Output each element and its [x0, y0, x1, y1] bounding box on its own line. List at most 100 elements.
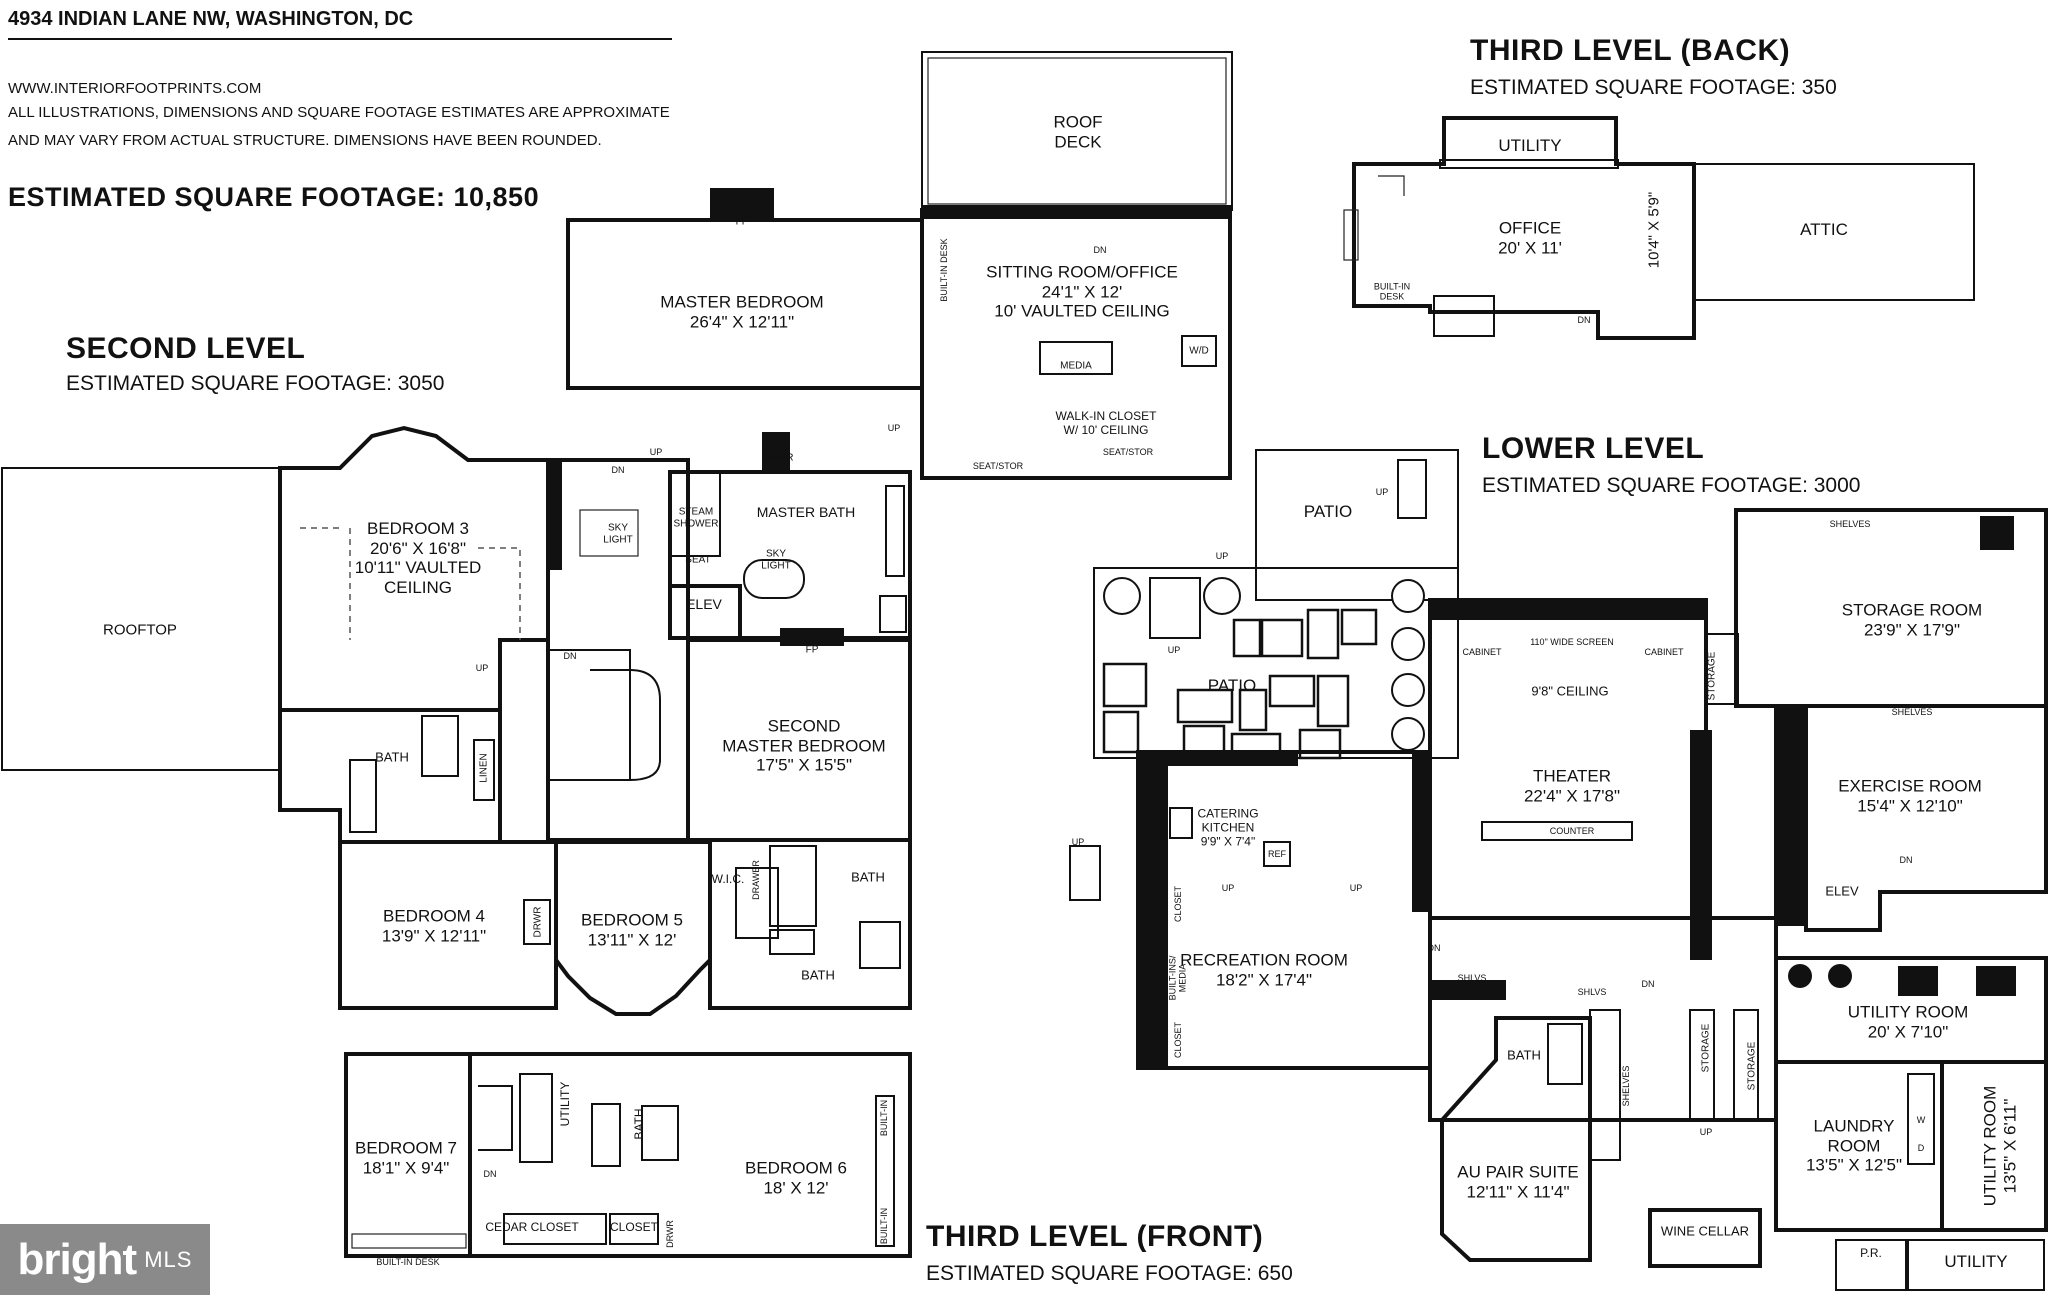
master-bedroom-size: 26'4" X 12'11"	[689, 312, 795, 331]
stair-up-west: UP	[475, 662, 489, 673]
label-ref: REF	[1268, 848, 1286, 859]
label-storage-theater: STORAGE	[1706, 651, 1718, 701]
label-utility-front: UTILITY	[558, 1081, 573, 1127]
storage-room-size: 23'9" X 17'9"	[1863, 620, 1961, 639]
label-built-in-desk-back: BUILT-IN DESK	[1374, 282, 1410, 303]
built-in-desk-back-line-1: BUILT-IN	[1373, 281, 1411, 292]
laundry-line-2: ROOM	[1827, 1136, 1881, 1156]
stair-up-kitchen: UP	[1221, 882, 1235, 893]
catering-kitchen-line-2: KITCHEN	[1201, 820, 1255, 835]
steam-shower-line-1: STEAM	[678, 506, 714, 518]
disclaimer-line-1: ALL ILLUSTRATIONS, DIMENSIONS AND SQUARE…	[8, 104, 670, 121]
third-back-title: THIRD LEVEL (BACK)	[1470, 34, 1791, 67]
label-drawer: DRAWER	[750, 860, 761, 900]
label-washer: W	[1916, 1114, 1926, 1125]
walk-in-closet-ceiling: W/ 10' CEILING	[1063, 423, 1149, 437]
storage-room-name: STORAGE ROOM	[1841, 600, 1983, 620]
room-sitting-office: SITTING ROOM/OFFICE 24'1" X 12' 10' VAUL…	[986, 263, 1178, 322]
office-size: 20' X 11'	[1498, 238, 1562, 257]
au-pair-size: 12'11" X 11'4"	[1466, 1182, 1570, 1201]
room-bath-lower: BATH	[1507, 1047, 1541, 1063]
label-bath-front: BATH	[632, 1108, 647, 1140]
theater-name: THEATER	[1532, 766, 1612, 786]
office-name: OFFICE	[1498, 218, 1562, 238]
recreation-room-size: 18'2" X 17'4"	[1215, 970, 1313, 989]
lower-level-footage: ESTIMATED SQUARE FOOTAGE: 3000	[1482, 474, 1861, 497]
third-back-footage: ESTIMATED SQUARE FOOTAGE: 350	[1470, 76, 1837, 99]
built-ins-media-line-2: MEDIA	[1178, 963, 1188, 993]
room-hall-back: 10'4" X 5'9"	[1645, 191, 1663, 269]
room-second-master: SECOND MASTER BEDROOM 17'5" X 15'5"	[722, 717, 885, 776]
stair-dn-exercise: DN	[1899, 854, 1913, 865]
stair-up-patio-upper: UP	[1375, 486, 1389, 497]
label-drwr-master: DRWR	[762, 452, 794, 464]
label-built-in-desk-front: BUILT-IN DESK	[376, 1256, 440, 1267]
bedroom-6-size: 18' X 12'	[763, 1178, 829, 1197]
stair-dn-back: DN	[1577, 314, 1591, 325]
room-utility-room: UTILITY ROOM 20' X 7'10"	[1848, 1002, 1969, 1041]
room-patio-lower: PATIO	[1207, 676, 1257, 696]
lower-level-title: LOWER LEVEL	[1482, 432, 1705, 465]
label-media: MEDIA	[1060, 360, 1092, 372]
room-bedroom-6: BEDROOM 6 18' X 12'	[745, 1158, 847, 1197]
room-catering-kitchen: CATERING KITCHEN 9'9" X 7'4"	[1197, 807, 1258, 848]
label-built-in-lower: BUILT-IN	[878, 1207, 889, 1245]
label-theater-ceiling: 9'8" CEILING	[1531, 683, 1609, 699]
utility-room-small-size: 13'5" X 6'11"	[2000, 1098, 2019, 1194]
label-linen: LINEN	[478, 753, 490, 783]
label-shlvs-bath: SHLVS	[1577, 986, 1607, 997]
master-bedroom-name: MASTER BEDROOM	[660, 292, 824, 312]
stair-dn-central: DN	[563, 650, 577, 661]
sky-light-1-line-1: SKY	[607, 522, 629, 534]
third-back-walls	[1343, 116, 1975, 340]
third-front-title: THIRD LEVEL (FRONT)	[926, 1220, 1264, 1253]
bedroom-3-name: BEDROOM 3	[366, 518, 470, 538]
room-master-bath: MASTER BATH	[756, 503, 856, 520]
second-level-walls	[1, 51, 1233, 1016]
roof-deck-line-2: DECK	[1054, 132, 1102, 151]
room-exercise: EXERCISE ROOM 15'4" X 12'10"	[1838, 776, 1982, 815]
room-office: OFFICE 20' X 11'	[1498, 218, 1562, 257]
disclaimer-line-2: AND MAY VARY FROM ACTUAL STRUCTURE. DIME…	[8, 132, 602, 149]
bright-mls-watermark: bright MLS	[0, 1224, 210, 1295]
room-bedroom-5: BEDROOM 5 13'11" X 12'	[581, 910, 683, 949]
label-shelves-exercise: SHELVES	[1891, 706, 1933, 717]
lower-level-walls	[1069, 449, 2048, 1291]
theater-size: 22'4" X 17'8"	[1523, 786, 1621, 805]
label-wic: W.I.C.	[711, 872, 745, 887]
label-drwr-front: DRWR	[664, 1220, 675, 1248]
room-bath-east-lower: BATH	[801, 967, 835, 983]
room-utility-back: UTILITY	[1498, 136, 1562, 156]
built-ins-media-line-1: BUILT-INS/	[1167, 955, 1178, 1001]
total-square-footage: ESTIMATED SQUARE FOOTAGE: 10,850	[8, 182, 540, 212]
bedroom-6-name: BEDROOM 6	[744, 1158, 848, 1178]
label-sky-light-1: SKY LIGHT	[603, 523, 632, 546]
second-master-line-1: SECOND	[767, 716, 841, 736]
catering-kitchen-size: 9'9" X 7'4"	[1200, 833, 1256, 848]
stair-up-exterior: UP	[1071, 836, 1085, 847]
room-wine-cellar: WINE CELLAR	[1660, 1223, 1750, 1239]
room-elev-lower: ELEV	[1825, 883, 1859, 899]
exercise-room-name: EXERCISE ROOM	[1838, 776, 1982, 796]
stair-up-recreation: UP	[1349, 882, 1363, 893]
recreation-room-name: RECREATION ROOM	[1180, 950, 1348, 970]
sky-light-1-line-2: LIGHT	[603, 534, 633, 545]
second-level-footage: ESTIMATED SQUARE FOOTAGE: 3050	[66, 372, 445, 395]
room-rooftop: ROOFTOP	[103, 621, 177, 639]
label-dryer: D	[1917, 1142, 1925, 1153]
utility-room-small-name: UTILITY ROOM	[1980, 1085, 2000, 1207]
laundry-size: 13'5" X 12'5"	[1805, 1155, 1903, 1175]
label-shelves-top: SHELVES	[1829, 518, 1871, 529]
label-shlvs-kitchen: SHLVS	[1412, 815, 1423, 845]
label-shelves-hall: SHELVES	[1620, 1065, 1631, 1107]
room-master-bedroom: MASTER BEDROOM 26'4" X 12'11"	[660, 292, 823, 331]
sky-light-2-line-2: LIGHT	[761, 560, 791, 571]
label-storage-hall-2: STORAGE	[1746, 1041, 1758, 1091]
room-recreation: RECREATION ROOM 18'2" X 17'4"	[1180, 950, 1348, 989]
label-wide-screen: 110" WIDE SCREEN	[1530, 636, 1614, 647]
built-in-desk-back-line-2: DESK	[1379, 292, 1405, 302]
room-patio-upper: PATIO	[1303, 502, 1353, 522]
exercise-room-size: 15'4" X 12'10"	[1857, 796, 1963, 815]
label-cedar-closet: CEDAR CLOSET	[485, 1220, 579, 1235]
